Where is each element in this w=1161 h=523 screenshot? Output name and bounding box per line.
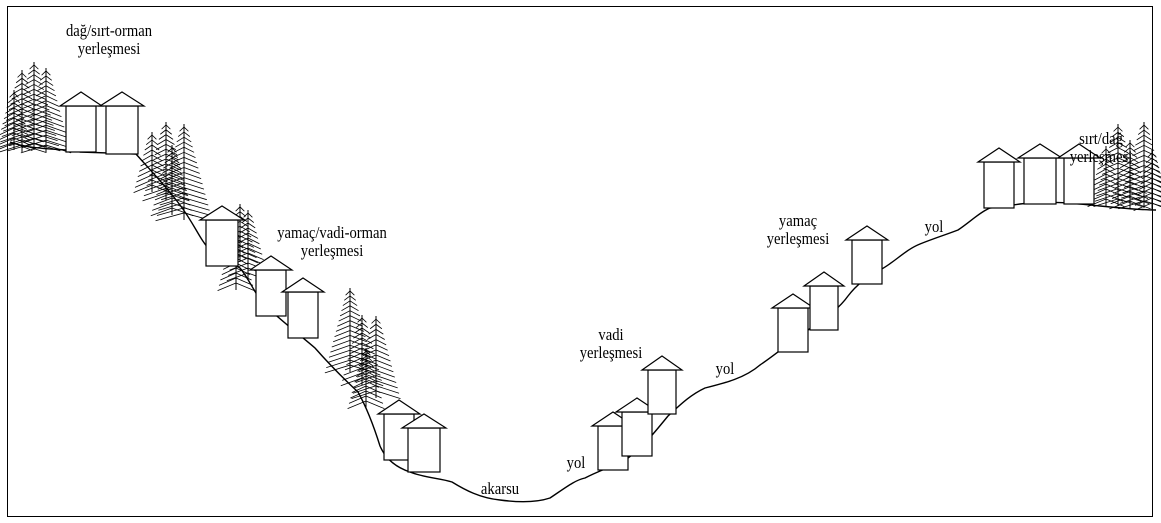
diagram-frame — [7, 6, 1153, 517]
house-icon — [58, 91, 104, 153]
conifer-tree-icon — [1109, 140, 1151, 210]
conifer-tree-icon — [1087, 146, 1125, 208]
conifer-tree-icon — [1093, 124, 1143, 208]
conifer-tree-icon — [347, 348, 385, 410]
conifer-tree-icon — [0, 90, 33, 152]
label-mountain-forest-settlement: dağ/sırt-orman yerleşmesi — [65, 21, 153, 58]
conifer-tree-icon — [1118, 122, 1161, 210]
conifer-tree-icon — [7, 62, 61, 152]
house-icon — [802, 271, 846, 331]
conifer-tree-icon — [351, 316, 401, 400]
house-icon — [770, 293, 816, 353]
house-icon — [399, 413, 449, 473]
house-icon — [280, 277, 326, 339]
conifer-tree-icon — [150, 145, 194, 217]
house-icon — [248, 255, 294, 317]
label-ridge-mountain-settlement: sırt/dağ yerleşmesi — [1069, 129, 1133, 166]
label-road: yol — [924, 217, 944, 236]
house-icon — [844, 225, 890, 285]
house-icon — [197, 205, 247, 267]
conifer-tree-icon — [20, 68, 72, 154]
label-valley-settlement: vadi yerleşmesi — [579, 325, 643, 362]
house-icon — [97, 91, 147, 155]
label-road: yol — [566, 453, 586, 472]
house-icon — [976, 147, 1022, 209]
house-icon — [614, 397, 660, 457]
label-slope-valley-forest-settlement: yamaç/vadi-orman yerleşmesi — [277, 223, 387, 260]
label-road: yol — [715, 359, 735, 378]
house-icon — [1056, 143, 1102, 205]
conifer-tree-icon — [1133, 150, 1161, 212]
house-icon — [640, 355, 684, 415]
house-icon — [1015, 143, 1065, 205]
label-stream: akarsu — [480, 479, 520, 498]
conifer-tree-icon — [340, 315, 384, 387]
label-slope-settlement: yamaç yerleşmesi — [766, 211, 830, 248]
